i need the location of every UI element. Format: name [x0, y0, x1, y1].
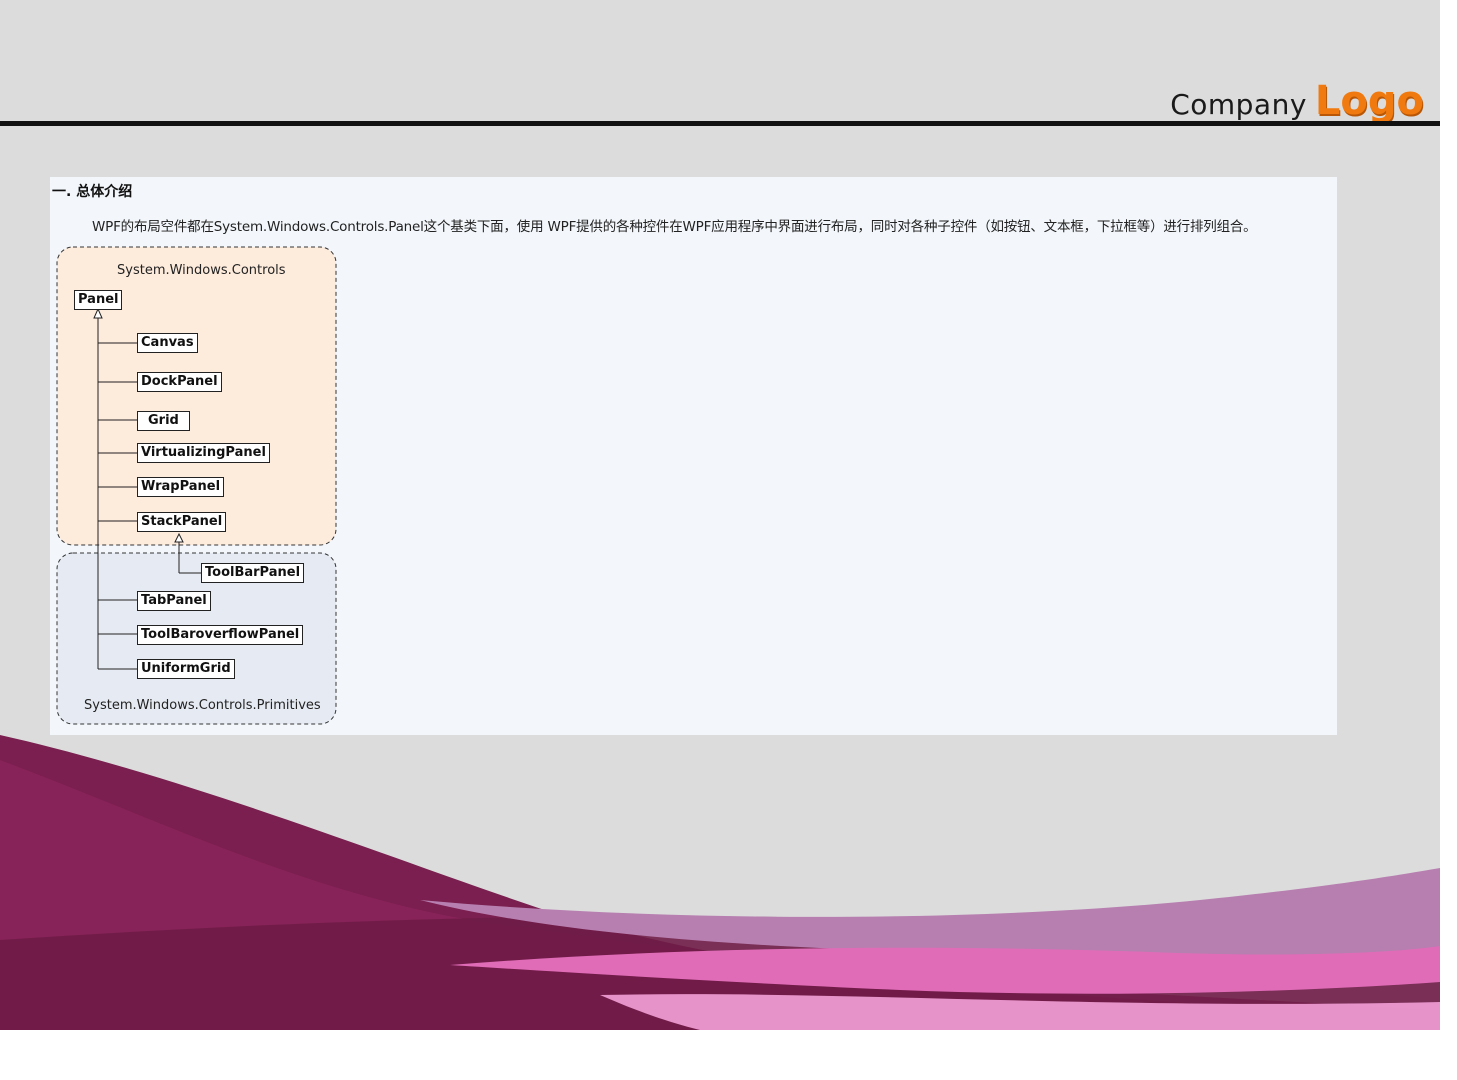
class-box-toolbarpanel: ToolBarPanel	[201, 563, 305, 583]
intro-paragraph: WPF的布局空件都在System.Windows.Controls.Panel这…	[92, 219, 1257, 235]
panel-class-diagram: System.Windows.Controls System.Windows.C…	[50, 177, 350, 735]
class-box-toolbaroverflowpanel: ToolBaroverflowPanel	[137, 625, 304, 645]
class-box-tabpanel: TabPanel	[137, 591, 211, 611]
namespace-primitives-label: System.Windows.Controls.Primitives	[84, 698, 321, 713]
controls-region	[56, 246, 337, 546]
section-title: 一. 总体介绍	[52, 184, 133, 200]
class-box-dockpanel: DockPanel	[137, 372, 222, 392]
namespace-controls-label: System.Windows.Controls	[117, 263, 286, 278]
class-box-panel: Panel	[74, 290, 123, 310]
logo-company-text: Company	[1170, 88, 1307, 121]
content-panel: 一. 总体介绍 WPF的布局空件都在System.Windows.Control…	[50, 177, 1337, 735]
class-box-canvas: Canvas	[137, 333, 198, 353]
class-box-wrappanel: WrapPanel	[137, 477, 225, 497]
class-box-stackpanel: StackPanel	[137, 512, 227, 532]
logo-logo-text: Logo	[1314, 78, 1424, 124]
header-rule	[0, 121, 1440, 126]
class-box-grid: Grid	[137, 411, 190, 431]
class-box-virtualizingpanel: VirtualizingPanel	[137, 443, 270, 463]
decorative-waves	[0, 735, 1440, 1030]
class-box-uniformgrid: UniformGrid	[137, 659, 235, 679]
